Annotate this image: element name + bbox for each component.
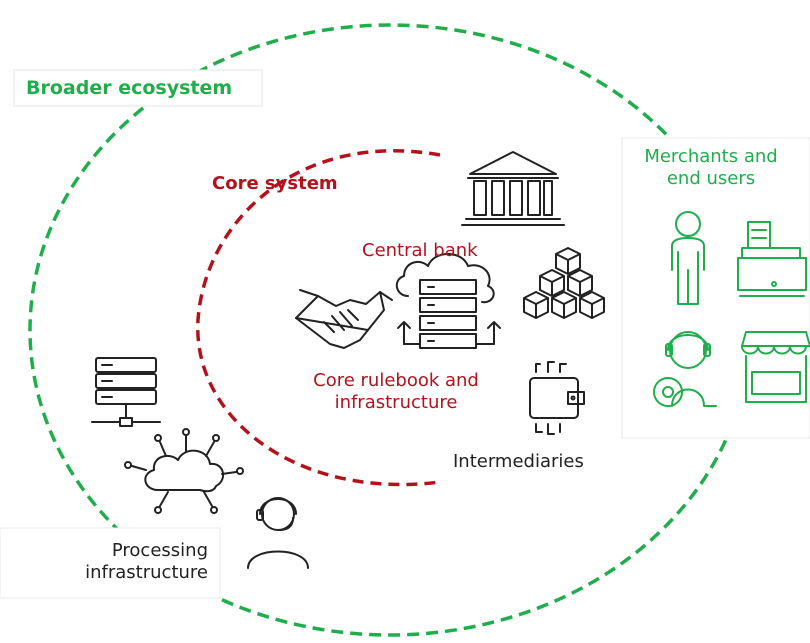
headset-user-icon [653,331,717,407]
broader-ecosystem-label: Broader ecosystem [26,77,233,99]
server-rack-icon [91,357,161,427]
storefront-icon [741,331,810,403]
broader-label-box [13,69,263,107]
cash-register-icon [737,221,807,297]
person-icon [671,211,705,305]
intermediaries-label: Intermediaries [453,451,584,472]
core-system-label: Core system [212,173,338,194]
processing-panel [0,527,221,599]
central-bank-label: Central bank [362,240,478,261]
merchants-label: Merchants and end users [644,146,778,189]
digital-wallet-icon [529,361,585,435]
handshake-icon [295,289,393,349]
blockchain-cubes-icon [523,247,605,319]
support-agent-icon [247,497,309,569]
processing-label: Processing infrastructure [85,540,208,583]
cloud-server-icon [395,253,501,349]
merchants-panel [621,137,810,439]
core-system-boundary [196,149,441,487]
core-rulebook-label: Core rulebook and infrastructure [313,370,479,413]
bank-building-icon [461,151,565,226]
cloud-network-icon [124,428,244,514]
